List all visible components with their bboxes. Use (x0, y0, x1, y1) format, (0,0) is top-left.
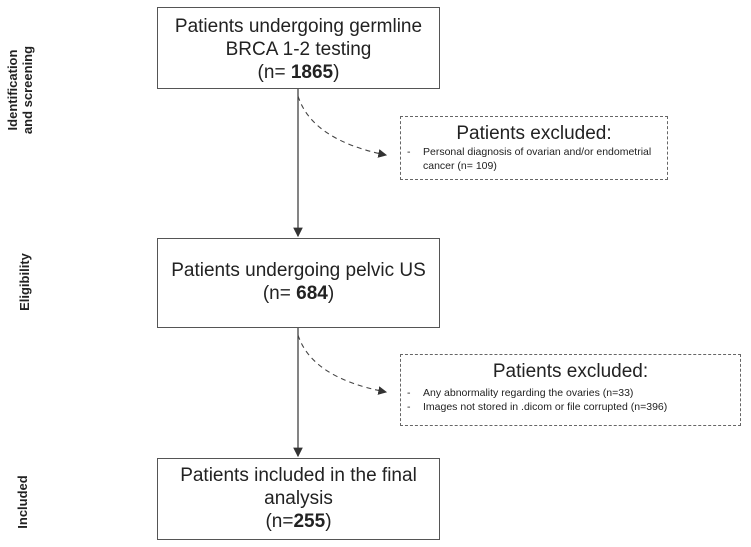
box-final-analysis: Patients included in the final analysis … (157, 458, 440, 540)
excluded-box-2: Patients excluded: Any abnormality regar… (400, 354, 741, 426)
exclusion-arrow-2 (297, 334, 388, 395)
box-germline-count-value: 1865 (290, 62, 334, 83)
box-germline-line1: Patients undergoing germline (174, 16, 423, 37)
box-pelvic-line1: Patients undergoing pelvic US (171, 260, 426, 281)
box-final-line1: Patients included in the final (180, 465, 417, 486)
excluded-list-2: Any abnormality regarding the ovaries (n… (401, 386, 740, 414)
excluded-item: Any abnormality regarding the ovaries (n… (401, 386, 740, 400)
box-germline-count: (n= 1865) (257, 62, 340, 83)
box-pelvic-count: (n= 684) (262, 283, 335, 304)
excluded-title-2: Patients excluded: (492, 361, 649, 382)
excluded-list-1: Personal diagnosis of ovarian and/or end… (401, 145, 667, 173)
box-final-line2: analysis (264, 488, 333, 509)
excluded-title-1: Patients excluded: (456, 123, 612, 144)
box-final-count-value: 255 (293, 511, 326, 532)
box-germline-testing: Patients undergoing germline BRCA 1-2 te… (157, 7, 440, 89)
excluded-box-1: Patients excluded: Personal diagnosis of… (400, 116, 668, 180)
exclusion-arrow-1 (297, 95, 388, 158)
excluded-item: Personal diagnosis of ovarian and/or end… (401, 145, 667, 173)
box-germline-line2: BRCA 1-2 testing (225, 39, 372, 60)
box-pelvic-us: Patients undergoing pelvic US (n= 684) (157, 238, 440, 328)
box-pelvic-count-value: 684 (296, 283, 328, 304)
excluded-item: Images not stored in .dicom or file corr… (401, 400, 740, 414)
box-final-count: (n=255) (265, 511, 332, 532)
